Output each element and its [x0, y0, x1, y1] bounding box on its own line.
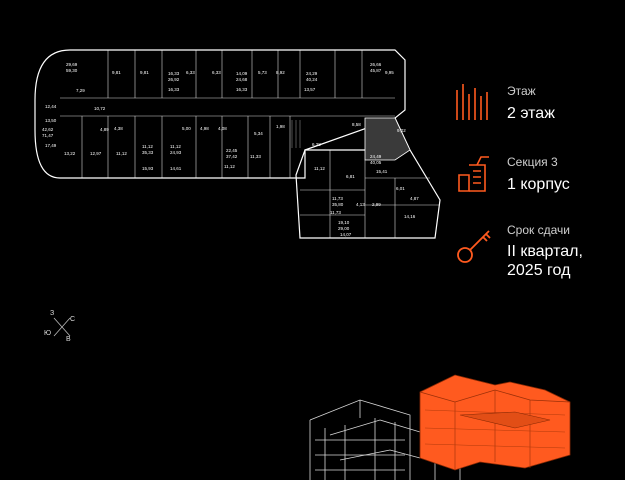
- deadline-value-line1: II квартал,: [507, 243, 583, 260]
- apt-label: 71,47: [42, 133, 54, 138]
- room-label: 15,41: [376, 169, 388, 174]
- deadline-label: Срок сдачи: [507, 223, 570, 237]
- room-label: 9,02: [397, 128, 406, 133]
- floor-icon: [456, 84, 488, 120]
- apt-label: 45,87: [370, 68, 382, 73]
- room-label: 7,29: [76, 88, 85, 93]
- room-label: 6,28: [312, 142, 321, 147]
- apt-label: 40,05: [370, 160, 382, 165]
- apt-label: 26,66: [370, 62, 382, 67]
- building-3d-model: [309, 374, 571, 480]
- highlighted-section: [419, 374, 571, 471]
- apt-label: 35,80: [332, 202, 344, 207]
- room-label: 13,22: [64, 151, 76, 156]
- apt-label: 29,69: [66, 62, 78, 67]
- room-label: 6,81: [346, 174, 355, 179]
- room-label: 4,08: [218, 126, 227, 131]
- apt-label: 26,92: [168, 77, 180, 82]
- apt-label: 59,30: [66, 68, 78, 73]
- stairs: [291, 120, 301, 148]
- compass-north: З: [50, 310, 55, 317]
- selected-apartment: [364, 117, 411, 161]
- apt-label: 24,68: [236, 77, 248, 82]
- compass-east: С: [70, 316, 76, 323]
- room-label: 6,33: [212, 70, 221, 75]
- room-label: 4,38: [114, 126, 123, 131]
- room-label: 13,50: [45, 118, 57, 123]
- apt-label: 24,29: [306, 71, 318, 76]
- apt-label: 29,00: [338, 226, 350, 231]
- room-label: 11,12: [314, 166, 325, 171]
- room-label: 5,00: [182, 126, 191, 131]
- room-label: 14,61: [170, 166, 182, 171]
- room-label: 5,73: [258, 70, 267, 75]
- room-label: 12,97: [90, 151, 102, 156]
- apt-label: 24,93: [170, 150, 182, 155]
- room-label: 6,01: [396, 186, 405, 191]
- apt-label: 22,45: [226, 148, 238, 153]
- apt-label: 11,12: [142, 144, 153, 149]
- room-label: 16,33: [168, 87, 180, 92]
- apt-label: 19,10: [338, 220, 350, 225]
- room-label: 14,16: [404, 214, 416, 219]
- section-label: Секция 3: [507, 155, 558, 169]
- compass-south: В: [66, 336, 71, 343]
- room-label: 13,57: [304, 87, 316, 92]
- room-label: 5,34: [254, 131, 263, 136]
- room-label: 1,98: [276, 124, 285, 129]
- deadline-value-line2: 2025 год: [507, 262, 571, 279]
- room-label: 17,49: [45, 143, 57, 148]
- room-label: 8,92: [276, 70, 285, 75]
- room-label: 16,33: [236, 87, 248, 92]
- section-value: 1 корпус: [507, 176, 570, 193]
- room-label: 2,99: [372, 202, 381, 207]
- apt-label: 11,12: [170, 144, 181, 149]
- room-label: 12,44: [45, 104, 57, 109]
- apt-label: 14,09: [236, 71, 248, 76]
- room-label: 4,98: [200, 126, 209, 131]
- compass-icon: [53, 317, 71, 337]
- apt-label: 35,33: [142, 150, 154, 155]
- compass-west: Ю: [44, 330, 52, 337]
- floor-value: 2 этаж: [507, 105, 555, 122]
- room-label: 9,81: [112, 70, 121, 75]
- room-label: 14,07: [340, 232, 352, 237]
- room-label: 15,93: [142, 166, 154, 171]
- building-section-icon: [458, 156, 489, 192]
- room-label: 4,87: [410, 196, 419, 201]
- apt-label: 16,33: [168, 71, 180, 76]
- apt-label: 11,73: [332, 196, 343, 201]
- room-label: 11,12: [116, 151, 127, 156]
- room-label: 4,13: [356, 202, 365, 207]
- room-label: 11,12: [224, 164, 235, 169]
- room-label: 10,72: [94, 106, 106, 111]
- room-label: 8,58: [352, 122, 361, 127]
- apt-label: 40,24: [306, 77, 318, 82]
- apt-label: 42,62: [42, 127, 54, 132]
- room-label: 9,81: [140, 70, 149, 75]
- apt-label: 24,49: [370, 154, 382, 159]
- room-label: 11,33: [250, 154, 261, 159]
- floor-label: Этаж: [507, 84, 536, 98]
- room-label: 11,73: [330, 210, 341, 215]
- room-label: 4,89: [100, 127, 109, 132]
- apt-label: 37,42: [226, 154, 238, 159]
- compass: З С В Ю: [44, 310, 80, 346]
- room-label: 9,95: [385, 70, 394, 75]
- room-label: 6,33: [186, 70, 195, 75]
- key-icon: [457, 230, 491, 263]
